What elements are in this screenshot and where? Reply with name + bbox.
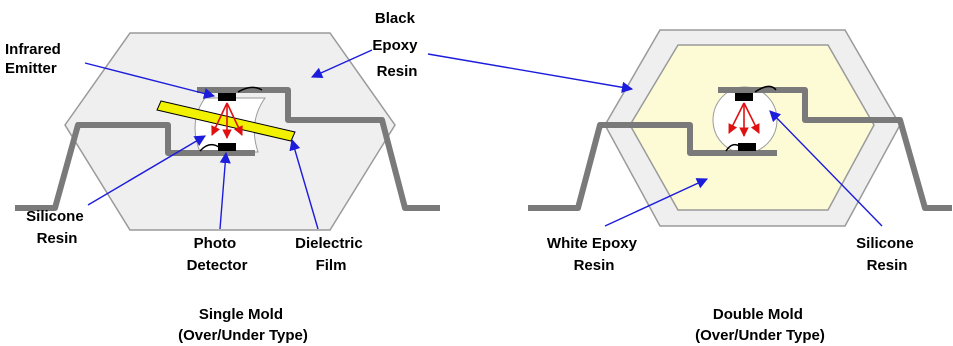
label-photo-detector: Photo Detector: [187, 235, 248, 274]
label-dielectric-film: Dielectric Film: [295, 235, 367, 274]
bond-wire-top: [237, 86, 263, 93]
arrow-infrared-emitter: [84, 62, 216, 99]
lead-frame-left: [528, 122, 777, 211]
double-mold-package: [528, 29, 952, 227]
label-silicone-resin-left: Silicone Resin: [26, 208, 88, 247]
arrow-dielectric-film: [289, 138, 319, 230]
arrow-photo-detector: [219, 151, 231, 230]
photo-detector-chip: [738, 143, 756, 151]
lead-frame-right: [718, 87, 952, 211]
infrared-emitter-chip: [218, 93, 236, 101]
caption-single-mold: Single Mold (Over/Under Type): [178, 306, 308, 344]
lead-frame-left: [15, 122, 255, 211]
arrow-silicone-right: [769, 110, 883, 227]
arrow-white-epoxy: [604, 178, 709, 227]
emission-arrows: [728, 102, 760, 137]
label-black-epoxy-resin: Black Epoxy Resin: [372, 10, 421, 80]
arrow-silicone-left: [87, 135, 206, 206]
caption-double-mold: Double Mold (Over/Under Type): [695, 306, 825, 344]
photo-detector-chip: [218, 143, 236, 151]
emission-arrows: [211, 102, 243, 139]
label-infrared-emitter: Infrared Emitter: [5, 41, 65, 77]
label-silicone-resin-right: Silicone Resin: [856, 235, 918, 274]
arrow-black-epoxy-left: [310, 49, 373, 78]
label-white-epoxy-resin: White Epoxy Resin: [547, 235, 641, 274]
lead-frame-right: [197, 87, 440, 211]
bond-wire-top: [754, 85, 777, 93]
callout-arrows: [84, 49, 883, 230]
single-mold-package: [15, 32, 440, 231]
infrared-emitter-chip: [735, 93, 753, 101]
arrow-black-epoxy-right: [427, 53, 634, 93]
